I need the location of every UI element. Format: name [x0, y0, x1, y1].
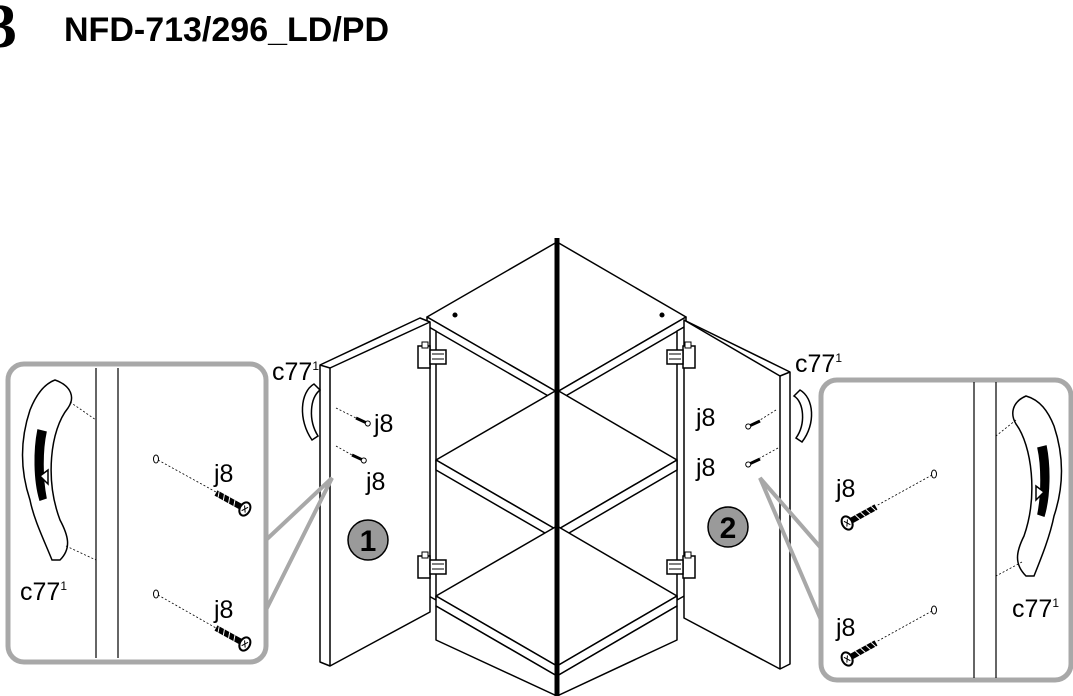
part-label-c77: c771 [795, 350, 842, 378]
part-label-j8: j8 [213, 460, 233, 488]
part-label-j8: j8 [373, 410, 393, 438]
svg-text:c771: c771 [1012, 595, 1059, 623]
door-handle-icon [792, 389, 813, 444]
screw-icon [743, 447, 779, 470]
part-label-j8: j8 [835, 614, 855, 642]
svg-text:c771: c771 [20, 578, 67, 606]
left-door [319, 317, 431, 667]
handle-icon [1012, 395, 1063, 577]
part-label-c77: c771 [20, 578, 67, 606]
screw-icon [743, 409, 777, 432]
part-label-c77: c771 [272, 358, 319, 386]
door-handle-icon [301, 383, 322, 442]
part-label-j8: j8 [365, 468, 385, 496]
right-detail-callout [758, 377, 1073, 683]
part-label-c77: c771 [1012, 595, 1059, 623]
left-detail-callout [5, 361, 334, 665]
svg-text:c771: c771 [272, 358, 319, 386]
part-label-j8: j8 [835, 475, 855, 503]
screw-icon [335, 445, 369, 466]
step-badge-left-label: 1 [360, 525, 377, 558]
handle-icon [21, 379, 73, 561]
step-badge-right-label: 2 [720, 512, 737, 545]
svg-text:c771: c771 [795, 350, 842, 378]
step-badge-left: 1 [347, 519, 389, 561]
part-label-j8: j8 [213, 596, 233, 624]
step-badge-right: 2 [707, 506, 749, 548]
part-label-j8: j8 [695, 404, 715, 432]
model-code: NFD-713/296_LD/PD [64, 11, 390, 49]
part-label-j8: j8 [695, 454, 715, 482]
cabinet-body [426, 241, 687, 696]
step-number: 3 [0, 0, 17, 61]
